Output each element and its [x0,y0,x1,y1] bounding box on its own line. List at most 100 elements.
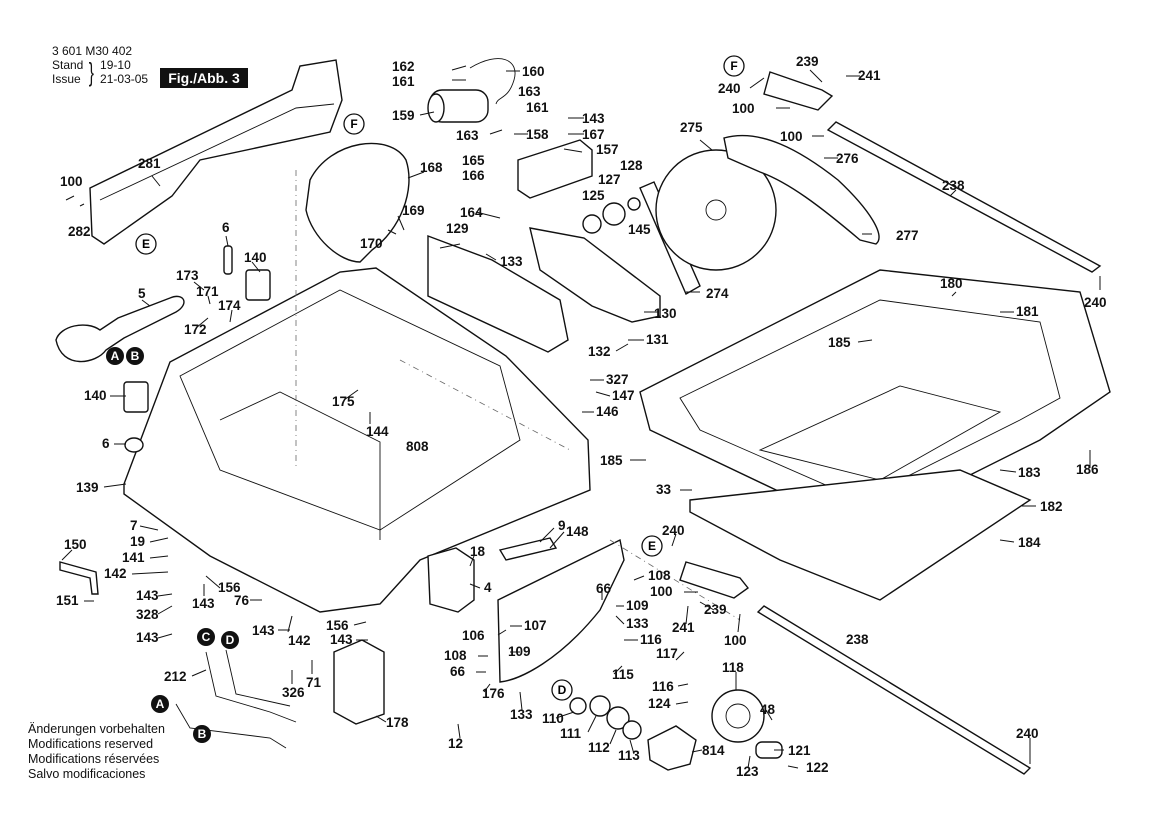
part-label: 66 [450,664,466,679]
washer-112 [606,706,630,730]
part-label: 178 [386,715,409,730]
part-label: 145 [628,222,651,237]
part-label: 127 [598,172,621,187]
part-label: 18 [470,544,486,559]
part-label: 160 [522,64,545,79]
part-label: 140 [244,250,267,265]
svg-text:E: E [648,539,656,553]
svg-text:A: A [111,349,120,363]
switch-unit-4 [427,547,475,613]
part-label: 71 [306,675,322,690]
part-label: 326 [282,685,305,700]
part-label: 6 [102,436,110,451]
part-label: 239 [796,54,819,69]
part-label: 241 [858,68,881,83]
washer-125 [582,214,602,234]
part-label: 238 [942,178,965,193]
part-label: 100 [724,633,747,648]
marker-a-cable: A [151,695,169,713]
part-label: 116 [652,679,674,694]
svg-text:D: D [226,633,235,647]
part-label: 166 [462,168,485,183]
stand-label: Stand [52,58,84,72]
note-fr: Modifications réservées [28,752,160,766]
part-drawings [55,58,1111,775]
svg-text:A: A [156,697,165,711]
part-label: 169 [402,203,425,218]
part-label: 6 [222,220,230,235]
part-label: 173 [176,268,199,283]
part-label: 124 [648,696,671,711]
center-axis [295,170,741,621]
part-label: 66 [596,581,612,596]
part-label: 163 [518,84,541,99]
part-label: 109 [508,644,531,659]
crank-814 [647,725,697,771]
doc-number: 3 601 M30 402 [52,44,133,58]
part-label: 170 [360,236,383,251]
part-label: 128 [620,158,643,173]
part-label: 165 [462,153,485,168]
part-label: 100 [732,101,755,116]
part-label: 327 [606,372,629,387]
svg-text:B: B [131,349,140,363]
part-label: 7 [130,518,138,533]
part-label: 115 [612,667,634,682]
brace-glyph: } [89,57,95,87]
issue-label: Issue [52,72,81,86]
foot-6-side [124,437,144,453]
clamp-239-bottom [679,561,750,599]
power-plug-5 [55,295,185,363]
part-label: 277 [896,228,919,243]
part-label: 186 [1076,462,1099,477]
switch-box-140-side [123,381,149,413]
guide-rod-238-bottom [756,605,1032,775]
switch-box-140-top [245,269,271,301]
washer-127 [602,202,626,226]
svg-text:D: D [558,683,567,697]
part-label: 185 [600,453,623,468]
part-label: 140 [84,388,107,403]
part-label: 161 [526,100,549,115]
marker-e-clamp: E [641,535,663,557]
part-label: 9 [558,518,566,533]
part-label: 109 [626,598,649,613]
stand-value: 19-10 [100,58,131,72]
note-de: Änderungen vorbehalten [28,722,165,736]
svg-text:C: C [202,630,211,644]
svg-text:F: F [350,117,357,131]
base-plate-182 [689,469,1032,601]
part-label: 111 [560,726,582,741]
nut-128 [627,197,641,211]
part-label: 122 [806,760,829,775]
part-label: 274 [706,286,729,301]
part-label: 100 [650,584,673,599]
part-label: 185 [828,335,851,350]
part-label: 116 [640,632,662,647]
part-label: 19 [130,534,145,549]
nut-113 [622,720,642,740]
part-label: 175 [332,394,355,409]
marker-b-plug: B [126,347,144,365]
part-label: 156 [218,580,241,595]
part-label: 328 [136,607,159,622]
part-label: 100 [780,129,803,144]
blade-guard-130 [529,227,661,323]
part-label: 148 [566,524,589,539]
part-label: 112 [588,740,610,755]
part-label: 212 [164,669,187,684]
part-label: 275 [680,120,703,135]
part-label: 808 [406,439,429,454]
document-header: 3 601 M30 402 Stand Issue } 19-10 21-03-… [52,44,148,86]
part-label: 182 [1040,499,1063,514]
part-label: 118 [722,660,744,675]
part-label: 240 [1016,726,1039,741]
part-label: 100 [60,174,83,189]
main-housing-139 [123,267,591,613]
part-label: 12 [448,736,463,751]
clamp-239-top [763,71,834,111]
part-label: 143 [330,632,353,647]
part-label: 143 [582,111,605,126]
part-label: 163 [456,128,479,143]
note-en: Modifications reserved [28,737,154,751]
